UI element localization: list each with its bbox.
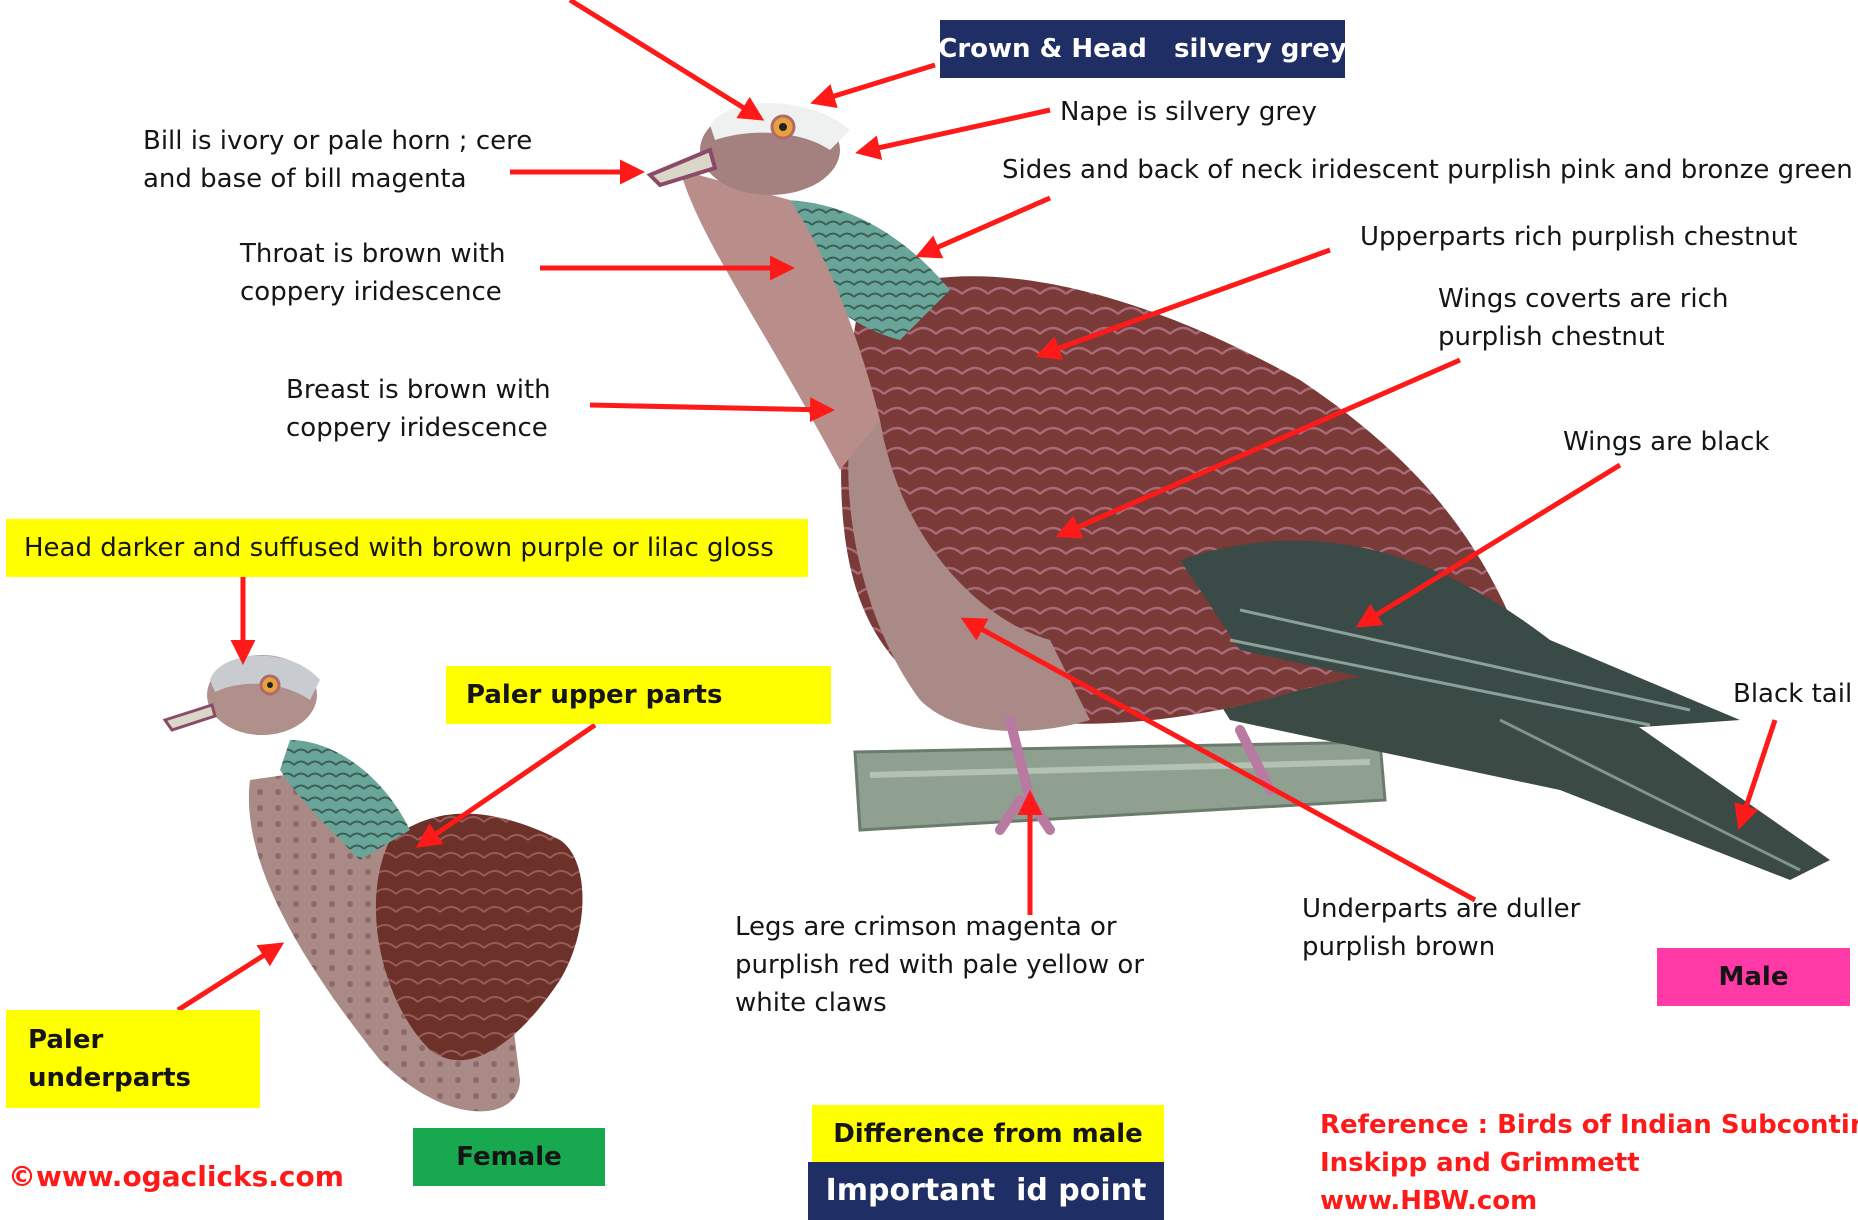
copyright-text: ©www.ogaclicks.com [8,1158,344,1196]
wing-coverts-label-line1: Wings coverts are rich [1438,280,1728,318]
reference-line2: Inskipp and Grimmett [1320,1144,1640,1182]
bill-label-line1: Bill is ivory or pale horn ; cere [143,122,532,160]
female-head-note-text: Head darker and suffused with brown purp… [24,532,774,564]
crown-head-text: Crown & Head silvery grey [938,33,1347,65]
bill-label-line2: and base of bill magenta [143,160,467,198]
arrow-head [815,65,935,102]
legs-label-line3: white claws [735,984,887,1022]
arrow-nape [860,110,1050,152]
wings-label: Wings are black [1563,423,1769,461]
legend-important: Important id point [808,1162,1164,1220]
female-tag: Female [413,1128,605,1186]
upperparts-label: Upperparts rich purplish chestnut [1360,218,1797,256]
throat-label-line2: coppery iridescence [240,273,502,311]
paler-under-line1: Paler [28,1021,103,1059]
female-head-note: Head darker and suffused with brown purp… [6,519,808,577]
black-tail-label: Black tail [1733,675,1852,713]
breast-label-line1: Breast is brown with [286,371,551,409]
arrow-breast [590,405,830,410]
paler-upper-label: Paler upper parts [446,666,831,724]
reference-line1: Reference : Birds of Indian Subcontinent [1320,1106,1858,1144]
legend-difference-text: Difference from male [833,1118,1143,1150]
paler-upper-text: Paler upper parts [466,679,722,711]
nape-label: Nape is silvery grey [1060,93,1317,131]
underparts-label-line1: Underparts are duller [1302,890,1580,928]
legs-label-line1: Legs are crimson magenta or [735,908,1117,946]
neck-sides-label: Sides and back of neck iridescent purpli… [1002,151,1853,189]
throat-label-line1: Throat is brown with [240,235,506,273]
arrow-crown [570,0,760,118]
male-tag-text: Male [1719,961,1789,993]
arrow-female-under [178,945,280,1010]
legend-important-text: Important id point [826,1175,1147,1207]
legs-label-line2: purplish red with pale yellow or [735,946,1144,984]
arrow-neck [920,198,1050,255]
arrow-tail [1740,720,1775,825]
paler-under-label: Paler underparts [6,1010,260,1108]
reference-line3: www.HBW.com [1320,1182,1537,1220]
crown-head-label: Crown & Head silvery grey [940,20,1345,78]
underparts-label-line2: purplish brown [1302,928,1495,966]
female-tag-text: Female [456,1141,562,1173]
wing-coverts-label-line2: purplish chestnut [1438,318,1665,356]
male-tag: Male [1657,948,1850,1006]
breast-label-line2: coppery iridescence [286,409,548,447]
paler-under-line2: underparts [28,1059,191,1097]
legend-difference: Difference from male [812,1105,1164,1163]
